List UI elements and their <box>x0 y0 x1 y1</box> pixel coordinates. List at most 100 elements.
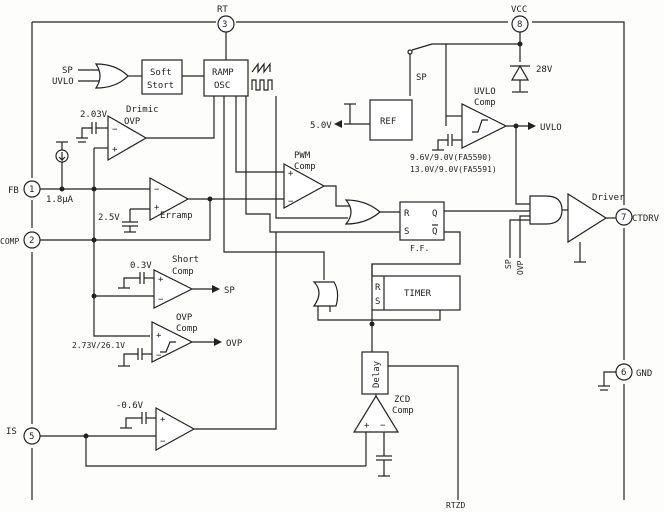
uvlo-out-arrow-icon <box>528 122 536 130</box>
timer-r-label: R <box>375 283 381 293</box>
pin-comp: 2 COMP <box>0 231 41 249</box>
sp-switch-label: SP <box>416 73 427 83</box>
pwm-to-or-wire <box>324 185 352 207</box>
ff-qbar-label: Q <box>432 227 437 237</box>
erramp-label: Erramp <box>160 211 193 221</box>
drimic-label: Drimic <box>126 105 159 115</box>
pwm-or-gate <box>344 199 381 225</box>
svg-text:+: + <box>156 331 162 341</box>
short-label: Short <box>172 255 199 265</box>
svg-text:−: − <box>154 185 160 195</box>
osc-to-ff-wire <box>245 96 400 233</box>
ref-block <box>369 99 413 141</box>
ff-r-label: R <box>404 209 410 219</box>
sp-and-label: SP <box>504 259 513 269</box>
pwm-comparator <box>283 162 326 210</box>
pin-is-label: IS <box>6 427 17 437</box>
pin-comp-number: 2 <box>29 236 34 246</box>
ovp-out-label: OVP <box>226 339 243 349</box>
svg-text:−: − <box>380 421 386 431</box>
ovp-vref-label: 2.73V/26.1V <box>72 341 125 350</box>
vcc-to-uvlo-wire <box>445 43 520 126</box>
rtzd-wire <box>388 365 459 500</box>
pin-gnd: 6 GND <box>615 363 652 381</box>
ramp-to-pwm-wire <box>235 96 284 173</box>
or-second-input-wire <box>275 96 348 219</box>
timer-block <box>371 275 461 311</box>
short-comp-label: Comp <box>172 267 194 277</box>
sp-switch <box>411 43 446 51</box>
zener-diode-icon <box>510 64 530 81</box>
zcd-comp-label: Comp <box>392 406 414 416</box>
uvlo-to-and-wire <box>515 126 530 205</box>
pin-fb-label: FB <box>8 186 19 196</box>
svg-text:+: + <box>160 415 166 425</box>
ff-label: F.F. <box>410 244 429 253</box>
pin-vcc-label: VCC <box>511 5 527 15</box>
svg-text:−: − <box>112 125 118 135</box>
is-to-pwm-wire <box>194 232 277 430</box>
svg-text:−: − <box>288 197 294 207</box>
short-out-arrow-icon <box>212 285 220 293</box>
pin-fb: 1 FB <box>8 180 41 198</box>
pin-rt-number: 3 <box>222 20 227 30</box>
soft-start-label-1: Soft <box>150 68 172 78</box>
current-arrow-icon <box>58 152 66 162</box>
current-source-label: 1.8μA <box>46 195 74 205</box>
ref-out-label: 5.0V <box>310 121 332 131</box>
pin-ctdrv-label: CTDRV <box>632 214 660 224</box>
ovp-hysteresis-icon <box>160 341 176 353</box>
pwm-comp-label: Comp <box>294 162 316 172</box>
svg-text:+: + <box>288 169 294 179</box>
delay-block <box>361 351 389 395</box>
zcd-comparator <box>352 394 400 433</box>
timer-or-gate <box>312 281 339 307</box>
ramp-label: RAMP <box>212 68 234 78</box>
driver-and-gate <box>529 195 563 225</box>
ovp-comp-sub-label: Comp <box>176 324 198 334</box>
uvlo-comp-sub-label: Comp <box>474 98 496 108</box>
ff-q-label: Q <box>432 209 437 219</box>
short-comparator <box>153 269 194 309</box>
vcc-right-rail <box>532 21 625 205</box>
ovp-comp-label: OVP <box>176 313 193 323</box>
svg-text:−: − <box>158 295 164 305</box>
pin-vcc-number: 8 <box>517 20 522 30</box>
ovp-out-arrow-icon <box>214 338 222 346</box>
zcd-label: ZCD <box>394 395 410 405</box>
sp-input-label: SP <box>62 66 73 76</box>
uvlo-threshold-1: 9.6V/9.0V(FA5590) <box>410 153 492 162</box>
zener-label: 28V <box>536 65 553 75</box>
delay-label: Delay <box>372 360 382 388</box>
pin-gnd-number: 6 <box>621 368 626 378</box>
is-to-zcd-wire <box>85 436 366 467</box>
pin-rt-label: RT <box>217 5 228 15</box>
timer-label: TIMER <box>404 289 432 299</box>
uvlo-threshold-2: 13.0V/9.0V(FA5591) <box>410 165 497 174</box>
svg-text:+: + <box>158 275 164 285</box>
comp-wire <box>40 199 211 241</box>
pin-comp-label: COMP <box>0 237 19 246</box>
pin-ctdrv: 7 CTDRV <box>615 208 660 226</box>
ref-label: REF <box>380 117 396 127</box>
ff-s-label: S <box>404 227 409 237</box>
is-vref-label: -0.6V <box>116 401 144 411</box>
pin-rtzd-label: RTZD <box>446 501 465 510</box>
uvlo-comp-label: UVLO <box>474 87 496 97</box>
pin-fb-number: 1 <box>29 185 34 195</box>
timer-s-label: S <box>375 297 380 307</box>
sawtooth-icon <box>251 62 271 74</box>
soft-start-label-2: Stort <box>147 81 174 91</box>
drimic-vref-label: 2.03V <box>80 110 108 120</box>
sp-uvlo-or-gate <box>94 63 129 89</box>
pulse-wave-icon <box>251 79 273 91</box>
is-comparator <box>155 406 196 452</box>
pin-vcc: 8 VCC <box>511 5 529 33</box>
osc-to-or-wire <box>223 96 325 280</box>
short-vref-label: 0.3V <box>130 261 152 271</box>
short-out-label: SP <box>224 286 235 296</box>
uvlo-hysteresis-icon <box>472 119 488 133</box>
uvlo-input-label: UVLO <box>52 77 74 87</box>
